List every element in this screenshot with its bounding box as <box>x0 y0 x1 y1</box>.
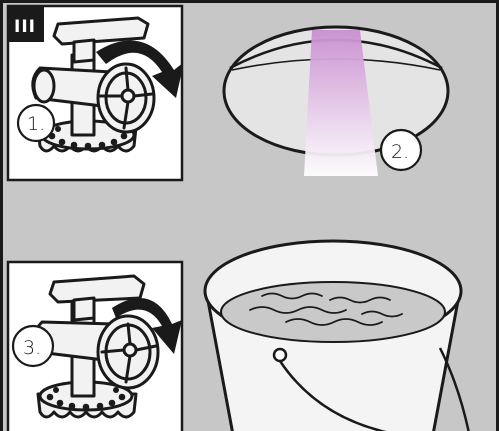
spoked-wheel-icon <box>98 316 158 388</box>
panel-step-3: 3. <box>8 262 182 431</box>
step-label: 2. <box>391 141 409 163</box>
panel-step-1: 1. III <box>8 6 184 180</box>
bucket-icon <box>205 241 470 431</box>
step-label: 1. <box>27 113 45 135</box>
water-icon <box>221 282 445 342</box>
step-badge-text: III <box>14 17 36 37</box>
spoked-wheel-icon <box>98 64 154 132</box>
step-label: 3. <box>23 337 41 359</box>
